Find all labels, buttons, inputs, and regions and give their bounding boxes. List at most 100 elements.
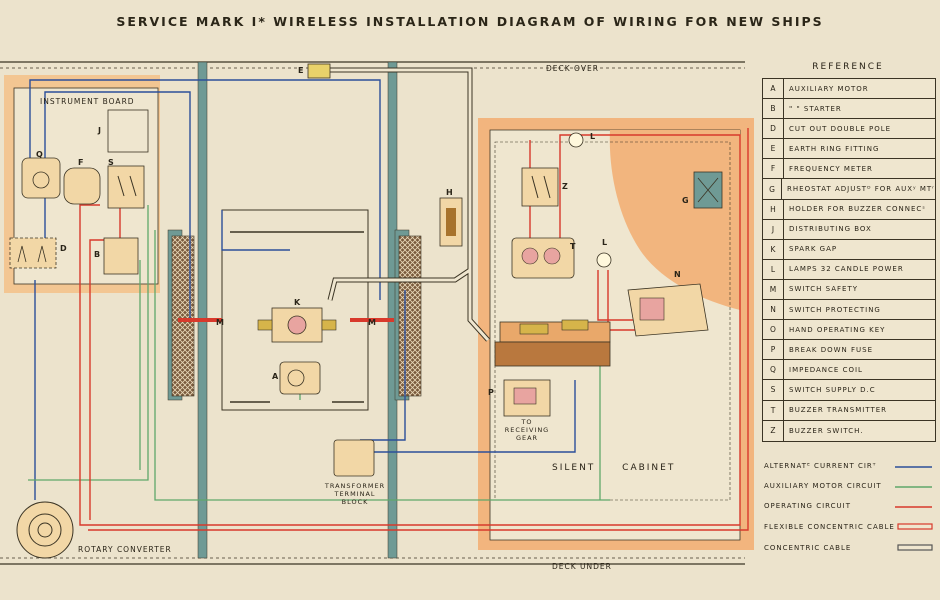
switch-supply-s: [107, 165, 145, 209]
cut-out-double-pole-d: [9, 237, 57, 269]
reference-desc: BUZZER SWITCH.: [789, 426, 864, 435]
condenser-rack-right: [398, 235, 422, 397]
receiving-gear-label: TO RECEIVING GEAR: [504, 418, 550, 442]
component-letter: E: [298, 66, 305, 75]
reference-key: T: [763, 400, 784, 420]
reference-desc: SWITCH PROTECTING: [789, 305, 881, 314]
distributing-box-j: [107, 109, 149, 153]
reference-key: H: [763, 199, 784, 219]
reference-desc: RHEOSTAT ADJUSTᴰ FOR AUXʸ MTʳ: [787, 185, 935, 194]
reference-key: O: [763, 320, 784, 340]
reference-desc: HOLDER FOR BUZZER CONNECˢ: [789, 205, 926, 214]
reference-row: K SPARK GAP: [763, 239, 935, 260]
component-letter: M: [216, 318, 225, 327]
operating-circuit-wiring: [79, 128, 749, 531]
component-letter: G: [682, 196, 690, 205]
reference-row: H HOLDER FOR BUZZER CONNECˢ: [763, 199, 935, 220]
reference-desc: AUXILIARY MOTOR: [789, 84, 869, 93]
reference-desc: IMPEDANCE COIL: [789, 365, 863, 374]
reference-row: B" " STARTER: [763, 99, 935, 120]
safety-switch-m-left: [178, 318, 222, 322]
component-letter: M: [368, 318, 377, 327]
component-letter: B: [94, 250, 102, 259]
reference-key: K: [763, 239, 784, 259]
reference-key: N: [763, 300, 784, 320]
reference-desc: SWITCH SUPPLY D.C: [789, 385, 876, 394]
transformer-block-label: TRANSFORMER TERMINAL BLOCK: [324, 482, 386, 506]
reference-key: F: [763, 159, 784, 179]
reference-row: Q IMPEDANCE COIL: [763, 360, 935, 381]
component-letter: F: [78, 158, 85, 167]
reference-heading: REFERENCE: [812, 62, 884, 72]
reference-row: A AUXILIARY MOTOR: [763, 79, 935, 100]
deck-over-label: DECK OVER: [546, 64, 599, 73]
component-letter: K: [294, 298, 302, 307]
transmitter-room-outline: [221, 209, 369, 411]
reference-desc: HAND OPERATING KEY: [789, 325, 886, 334]
legend-label-operating: OPERATING CIRCUIT: [764, 502, 852, 510]
reference-key: E: [763, 139, 784, 159]
page-title: SERVICE MARK I* WIRELESS INSTALLATION DI…: [116, 14, 824, 29]
buzzer-transmitter-t: [511, 237, 575, 279]
legend-label-cable: CONCENTRIC CABLE: [764, 544, 852, 552]
component-letter: P: [488, 388, 495, 397]
reference-key: J: [763, 219, 784, 239]
bulkhead-left: [197, 61, 208, 559]
buzzer-switch-z: [521, 167, 559, 207]
reference-row: E EARTH RING FITTING: [763, 139, 935, 160]
reference-desc: SPARK GAP: [789, 245, 838, 254]
component-letter: A: [272, 372, 280, 381]
component-letter: T: [570, 242, 577, 251]
instrument-board-label: INSTRUMENT BOARD: [40, 97, 135, 106]
component-letter: L: [590, 132, 597, 141]
reference-table: A AUXILIARY MOTOR B" " STARTER D CUT OUT D…: [762, 78, 936, 442]
reference-row: F FREQUENCY METER: [763, 159, 935, 180]
reference-desc: FREQUENCY METER: [789, 164, 873, 173]
reference-key: G: [763, 179, 783, 199]
reference-row: D CUT OUT DOUBLE POLE: [763, 119, 935, 140]
legend-swatch-cable: [897, 544, 933, 551]
aux-circuit-wiring: [28, 205, 610, 501]
component-letter: H: [446, 188, 454, 197]
reference-desc: EARTH RING FITTING: [789, 144, 880, 153]
component-letter: Z: [562, 182, 569, 191]
component-letter: N: [674, 270, 682, 279]
reference-key: D: [763, 119, 784, 139]
component-letter: L: [602, 238, 609, 247]
reference-row: L LAMPS 32 CANDLE POWER: [763, 259, 935, 280]
reference-key: L: [763, 259, 784, 279]
spark-gap-k: [257, 307, 337, 343]
break-down-fuse-p: [503, 379, 551, 417]
rotary-converter-label: ROTARY CONVERTER: [78, 545, 172, 554]
earth-ring-fitting-e: [307, 63, 331, 79]
transformer-terminal-block: [333, 439, 375, 477]
auxiliary-motor-a: [279, 361, 321, 395]
reference-desc: CUT OUT DOUBLE POLE: [789, 124, 892, 133]
reference-desc: LAMPS 32 CANDLE POWER: [789, 265, 904, 274]
reference-key: A: [763, 79, 784, 99]
condenser-rack-left: [171, 235, 195, 397]
protecting-switch-n: [627, 283, 709, 337]
lamp-l-side: [596, 252, 612, 268]
frequency-meter-f: [63, 167, 101, 205]
silent-cabinet-label: SILENT CABINET: [552, 463, 676, 473]
impedance-coil-q: [21, 157, 61, 199]
component-letter: S: [108, 158, 115, 167]
reference-row: G RHEOSTAT ADJUSTᴰ FOR AUXʸ MTʳ: [763, 179, 935, 200]
legend-label-aux: AUXILIARY MOTOR CIRCUIT: [764, 482, 882, 490]
reference-key: Q: [763, 360, 784, 380]
reference-row: S SWITCH SUPPLY D.C: [763, 380, 935, 401]
reference-row: O HAND OPERATING KEY: [763, 320, 935, 341]
safety-switch-m-right: [350, 318, 394, 322]
rotary-converter: [16, 501, 74, 559]
operating-key-o: [494, 319, 611, 367]
legend-swatch-flex-cable: [897, 523, 933, 530]
lamp-l-top: [568, 132, 584, 148]
reference-key: S: [763, 380, 784, 400]
